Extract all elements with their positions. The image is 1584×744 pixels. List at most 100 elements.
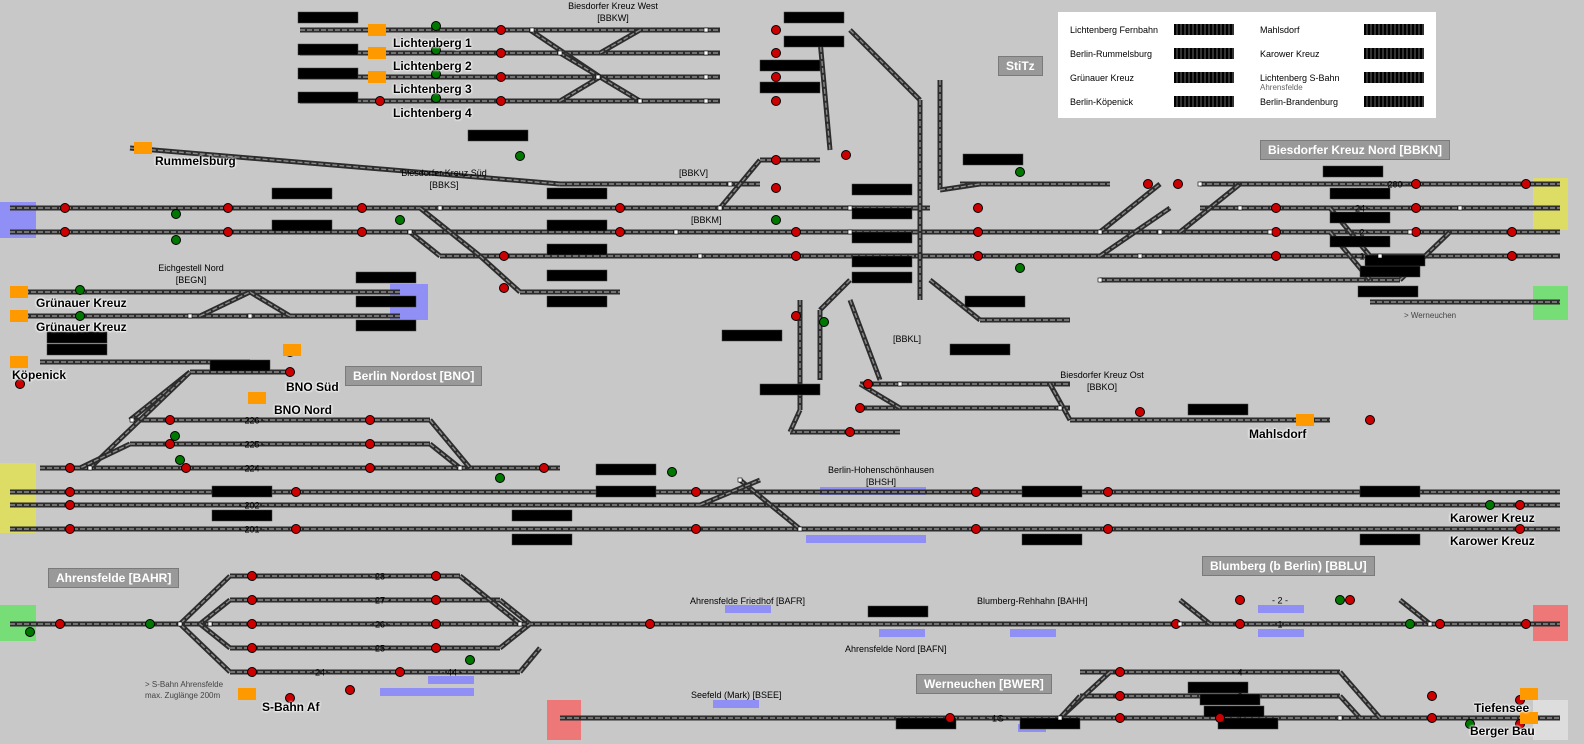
signal-icon[interactable] [25, 627, 35, 637]
signal-icon[interactable] [1515, 524, 1525, 534]
signal-icon[interactable] [771, 25, 781, 35]
signal-icon[interactable] [247, 571, 257, 581]
signal-icon[interactable] [1345, 595, 1355, 605]
station-marker[interactable] [248, 392, 266, 404]
signal-icon[interactable] [771, 96, 781, 106]
signal-icon[interactable] [65, 524, 75, 534]
signal-icon[interactable] [65, 487, 75, 497]
signal-icon[interactable] [285, 693, 295, 703]
signal-icon[interactable] [945, 713, 955, 723]
station-marker[interactable] [10, 310, 28, 322]
signal-icon[interactable] [645, 619, 655, 629]
signal-icon[interactable] [15, 379, 25, 389]
signal-icon[interactable] [855, 403, 865, 413]
signal-icon[interactable] [971, 524, 981, 534]
signal-icon[interactable] [1521, 619, 1531, 629]
signal-icon[interactable] [171, 209, 181, 219]
station-marker[interactable] [1296, 414, 1314, 426]
station-marker[interactable] [368, 47, 386, 59]
signal-icon[interactable] [60, 203, 70, 213]
signal-icon[interactable] [165, 415, 175, 425]
station-karower-kreuz[interactable]: Karower Kreuz [1450, 534, 1535, 548]
signal-icon[interactable] [247, 667, 257, 677]
signal-icon[interactable] [1271, 251, 1281, 261]
signal-icon[interactable] [615, 203, 625, 213]
signal-icon[interactable] [431, 619, 441, 629]
station-s-bahn-af[interactable]: S-Bahn Af [262, 700, 320, 714]
station-mahlsdorf[interactable]: Mahlsdorf [1249, 427, 1307, 441]
signal-icon[interactable] [1143, 179, 1153, 189]
signal-icon[interactable] [791, 251, 801, 261]
station-marker[interactable] [238, 688, 256, 700]
station-rummelsburg[interactable]: Rummelsburg [155, 154, 236, 168]
signal-icon[interactable] [1115, 667, 1125, 677]
station-lichtenberg-1[interactable]: Lichtenberg 1 [393, 36, 472, 50]
station-marker[interactable] [10, 286, 28, 298]
signal-icon[interactable] [431, 21, 441, 31]
signal-icon[interactable] [1115, 691, 1125, 701]
signal-icon[interactable] [495, 473, 505, 483]
signal-icon[interactable] [863, 379, 873, 389]
signal-icon[interactable] [145, 619, 155, 629]
signal-icon[interactable] [539, 463, 549, 473]
signal-icon[interactable] [1103, 487, 1113, 497]
signal-icon[interactable] [291, 487, 301, 497]
signal-icon[interactable] [247, 619, 257, 629]
signal-icon[interactable] [223, 203, 233, 213]
station-lichtenberg-2[interactable]: Lichtenberg 2 [393, 59, 472, 73]
signal-icon[interactable] [691, 487, 701, 497]
station-marker[interactable] [1520, 688, 1538, 700]
signal-icon[interactable] [845, 427, 855, 437]
signal-icon[interactable] [465, 655, 475, 665]
signal-icon[interactable] [496, 48, 506, 58]
signal-icon[interactable] [365, 439, 375, 449]
signal-icon[interactable] [771, 72, 781, 82]
signal-icon[interactable] [1215, 713, 1225, 723]
signal-icon[interactable] [175, 455, 185, 465]
signal-icon[interactable] [375, 96, 385, 106]
signal-icon[interactable] [431, 69, 441, 79]
signal-icon[interactable] [1507, 227, 1517, 237]
station-marker[interactable] [134, 142, 152, 154]
signal-icon[interactable] [291, 524, 301, 534]
signal-icon[interactable] [247, 595, 257, 605]
signal-icon[interactable] [357, 227, 367, 237]
signal-icon[interactable] [1173, 179, 1183, 189]
signal-icon[interactable] [1465, 719, 1475, 729]
signal-icon[interactable] [247, 643, 257, 653]
station-marker[interactable] [368, 24, 386, 36]
signal-icon[interactable] [431, 595, 441, 605]
signal-icon[interactable] [1015, 167, 1025, 177]
station-gruenauer-kreuz[interactable]: Grünauer Kreuz [36, 320, 127, 334]
signal-icon[interactable] [973, 251, 983, 261]
signal-icon[interactable] [431, 93, 441, 103]
signal-icon[interactable] [691, 524, 701, 534]
signal-icon[interactable] [1515, 500, 1525, 510]
signal-icon[interactable] [1135, 407, 1145, 417]
signal-icon[interactable] [1235, 619, 1245, 629]
station-lichtenberg-4[interactable]: Lichtenberg 4 [393, 106, 472, 120]
signal-icon[interactable] [285, 367, 295, 377]
signal-icon[interactable] [1405, 619, 1415, 629]
signal-icon[interactable] [1411, 203, 1421, 213]
signal-icon[interactable] [973, 227, 983, 237]
signal-icon[interactable] [496, 25, 506, 35]
station-bno-sued[interactable]: BNO Süd [286, 380, 339, 394]
signal-icon[interactable] [170, 431, 180, 441]
signal-icon[interactable] [1427, 713, 1437, 723]
signal-icon[interactable] [1115, 713, 1125, 723]
signal-icon[interactable] [1411, 227, 1421, 237]
signal-icon[interactable] [181, 463, 191, 473]
signal-icon[interactable] [1271, 227, 1281, 237]
signal-icon[interactable] [395, 215, 405, 225]
signal-icon[interactable] [841, 150, 851, 160]
signal-icon[interactable] [395, 667, 405, 677]
signal-icon[interactable] [223, 227, 233, 237]
signal-icon[interactable] [1435, 619, 1445, 629]
signal-icon[interactable] [1411, 179, 1421, 189]
station-tiefensee[interactable]: Tiefensee [1474, 701, 1530, 715]
signal-icon[interactable] [55, 619, 65, 629]
signal-icon[interactable] [819, 317, 829, 327]
signal-icon[interactable] [515, 151, 525, 161]
signal-icon[interactable] [791, 227, 801, 237]
